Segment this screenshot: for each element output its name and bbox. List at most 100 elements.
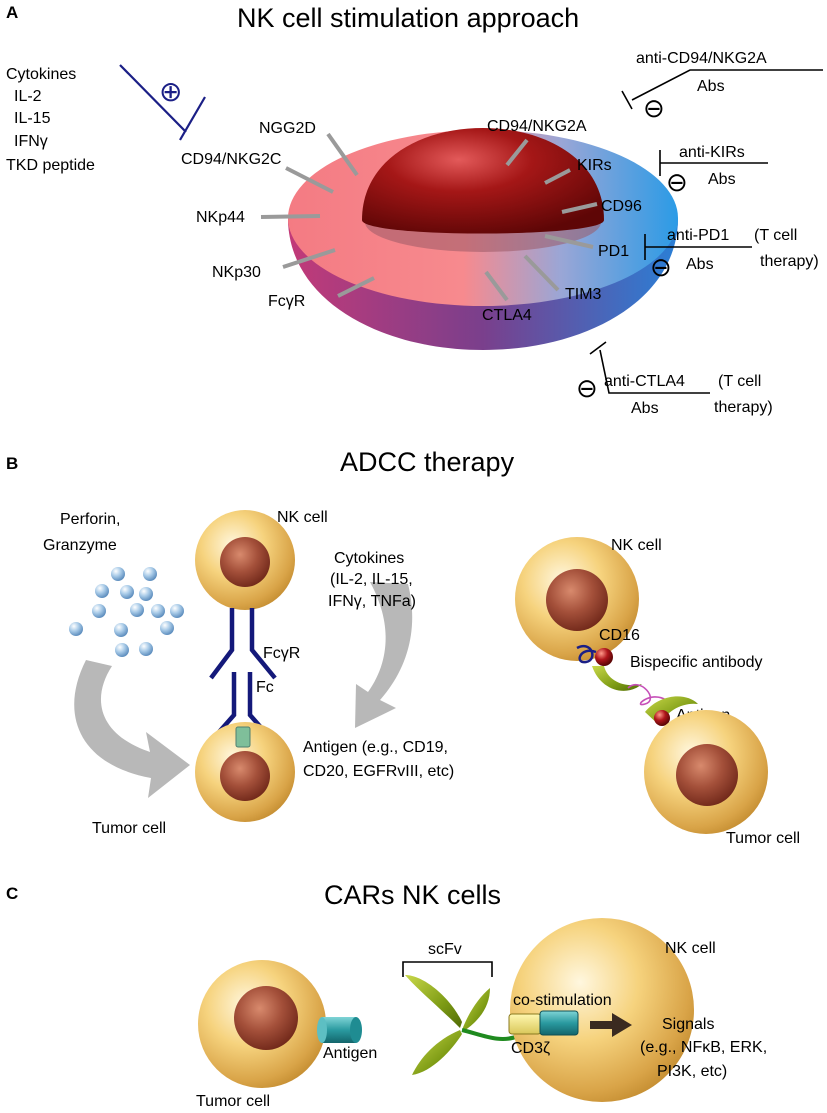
- tumor-cell-label: Tumor cell: [92, 820, 166, 837]
- tumor-cell-c: [198, 960, 326, 1088]
- fcgr-label: FcγR: [263, 645, 300, 662]
- inhibitor-anti-cd94-nkg2a: anti-CD94/NKG2A Abs ⊖: [621, 50, 823, 124]
- tumor-cell-right: [644, 710, 768, 834]
- bispecific-label: Bispecific antibody: [630, 654, 763, 671]
- cd16-ball: [595, 648, 613, 666]
- stimulator-list: Cytokines IL-2 IL-15 IFNγ TKD peptide: [6, 66, 95, 174]
- panel-a-title: NK cell stimulation approach: [237, 3, 579, 33]
- svg-text:(IL-2, IL-15,: (IL-2, IL-15,: [330, 571, 413, 588]
- granule-delivery-arrow: [74, 660, 190, 798]
- svg-text:Cytokines: Cytokines: [334, 550, 404, 567]
- cd3z-domain: [539, 1010, 579, 1036]
- minus-icon: ⊖: [650, 253, 672, 283]
- pointer-nkp30: [282, 248, 336, 269]
- stimulator-tkd-peptide: TKD peptide: [6, 157, 95, 174]
- stimulator-il15: IL-15: [14, 110, 51, 127]
- pointer-nkp44: [260, 214, 321, 219]
- inhibitor-anti-ctla4: anti-CTLA4 Abs (T cell therapy) ⊖: [576, 341, 773, 417]
- svg-text:anti-PD1: anti-PD1: [667, 227, 729, 244]
- svg-text:Signals: Signals: [662, 1016, 714, 1033]
- co-stimulation-label: co-stimulation: [513, 992, 612, 1009]
- perforin-granules: [69, 567, 184, 657]
- pointer-ctla4: [484, 270, 509, 302]
- receptor-cd96: CD96: [601, 198, 642, 215]
- receptor-ctla4: CTLA4: [482, 307, 532, 324]
- svg-text:anti-CTLA4: anti-CTLA4: [604, 373, 685, 390]
- antigen-cylinder: [317, 1017, 362, 1043]
- panel-c-letter: C: [6, 884, 18, 903]
- nk-cell-c-label: NK cell: [665, 940, 716, 957]
- antigen-marker: [235, 726, 251, 748]
- receptor-nkp30: NKp30: [212, 264, 261, 281]
- svg-text:(T cell: (T cell: [754, 227, 797, 244]
- scfv-label: scFv: [428, 941, 462, 958]
- inhibitor-anti-kirs: anti-KIRs Abs ⊖: [659, 144, 768, 198]
- receptor-cd94-nkg2c: CD94/NKG2C: [181, 151, 281, 168]
- stimulator-il2: IL-2: [14, 88, 42, 105]
- pointer-cd96: [561, 202, 598, 214]
- minus-icon: ⊖: [666, 168, 688, 198]
- receptor-ngg2d: NGG2D: [259, 120, 316, 137]
- signal-arrow: [590, 1013, 632, 1037]
- svg-text:PI3K, etc): PI3K, etc): [657, 1063, 727, 1080]
- cytokine-list: Cytokines (IL-2, IL-15, IFNγ, TNFa): [328, 550, 416, 610]
- stimulation-connector: [119, 64, 206, 141]
- fcgr-receptor: [209, 608, 277, 680]
- panel-a-letter: A: [6, 3, 18, 22]
- panel-b-title: ADCC therapy: [340, 447, 515, 477]
- svg-text:Abs: Abs: [708, 171, 736, 188]
- svg-text:Abs: Abs: [631, 400, 659, 417]
- svg-text:therapy): therapy): [760, 253, 819, 270]
- cd16-receptor: [576, 644, 597, 664]
- signals-list: Signals (e.g., NFκB, ERK, PI3K, etc): [640, 1016, 767, 1080]
- receptor-cd94-nkg2a: CD94/NKG2A: [487, 118, 587, 135]
- svg-text:(e.g., NFκB, ERK,: (e.g., NFκB, ERK,: [640, 1039, 767, 1056]
- svg-text:Abs: Abs: [686, 256, 714, 273]
- svg-text:IFNγ, TNFa): IFNγ, TNFa): [328, 593, 416, 610]
- panel-a: A NK cell stimulation approach Cytokines…: [6, 3, 823, 417]
- co-stimulation-domain: [508, 1013, 542, 1035]
- cd16-label: CD16: [599, 627, 640, 644]
- fc-label: Fc: [256, 679, 274, 696]
- svg-text:anti-CD94/NKG2A: anti-CD94/NKG2A: [636, 50, 767, 67]
- nucleus-dome: [362, 128, 604, 234]
- minus-icon: ⊖: [576, 374, 598, 404]
- scfv-bracket: [402, 961, 493, 977]
- scfv-domain: [405, 975, 490, 1075]
- svg-text:(T cell: (T cell: [718, 373, 761, 390]
- antigen-examples-line2: CD20, EGFRvIII, etc): [303, 763, 454, 780]
- antigen-ball: [654, 710, 670, 726]
- antigen-c-label: Antigen: [323, 1045, 377, 1062]
- stimulator-ifng: IFNγ: [14, 133, 48, 150]
- panel-c: C CARs NK cells Antigen Tumor cell scFv: [6, 880, 767, 1110]
- receptor-tim3: TIM3: [565, 286, 602, 303]
- inhibitor-anti-pd1: anti-PD1 Abs (T cell therapy) ⊖: [644, 227, 819, 283]
- cytokine-release-arrow: [355, 582, 413, 728]
- minus-icon: ⊖: [643, 94, 665, 124]
- pointer-ngg2d: [326, 132, 359, 177]
- tumor-cell-c-label: Tumor cell: [196, 1093, 270, 1110]
- nk-cell-label: NK cell: [277, 509, 328, 526]
- pointer-tim3: [523, 254, 560, 292]
- nk-cell-c: [510, 918, 694, 1102]
- perforin-label: Perforin,: [60, 511, 120, 528]
- panel-b-letter: B: [6, 454, 18, 473]
- granzyme-label: Granzyme: [43, 537, 117, 554]
- panel-b: B ADCC therapy Perforin, Granzyme: [6, 447, 800, 847]
- receptor-nkp44: NKp44: [196, 209, 245, 226]
- svg-text:anti-KIRs: anti-KIRs: [679, 144, 745, 161]
- panel-c-title: CARs NK cells: [324, 880, 501, 910]
- nk-cell-right-label: NK cell: [611, 537, 662, 554]
- tumor-cell-left: [195, 722, 295, 822]
- tumor-cell-right-label: Tumor cell: [726, 830, 800, 847]
- pointer-kirs: [544, 168, 571, 185]
- pointer-cd94-nkg2c: [285, 166, 334, 194]
- nk-cell-hemisphere: [288, 128, 678, 350]
- pointer-pd1: [544, 234, 594, 249]
- svg-text:therapy): therapy): [714, 399, 773, 416]
- receptor-kirs: KIRs: [577, 157, 612, 174]
- nk-cell-top: [195, 510, 295, 610]
- stimulator-cytokines: Cytokines: [6, 66, 76, 83]
- plus-icon: ⊕: [159, 75, 182, 108]
